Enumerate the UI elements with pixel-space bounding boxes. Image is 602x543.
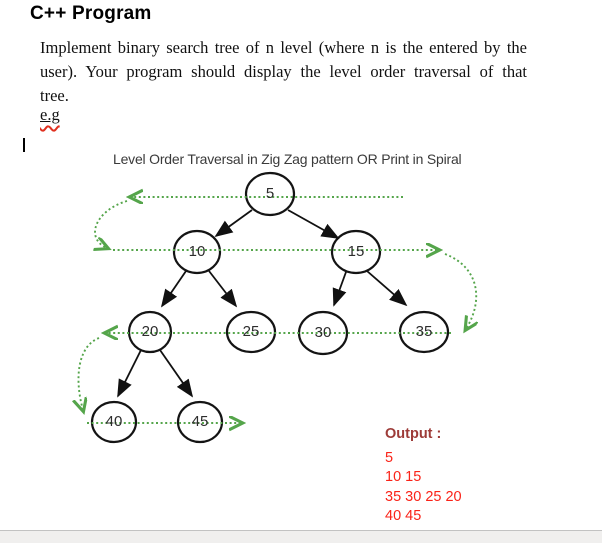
body-line: tree. xyxy=(40,86,69,105)
zigzag-traversal-arrows xyxy=(78,197,476,423)
tree-node-circle xyxy=(225,310,277,354)
tree-edge xyxy=(117,349,142,398)
traversal-curve-right xyxy=(444,253,476,329)
tree-node-circle xyxy=(176,400,224,444)
body-line: Implement binary search tree of n level … xyxy=(40,38,527,57)
tree-edge xyxy=(332,271,347,307)
example-label: e.g xyxy=(40,105,60,125)
tree-node-value: 15 xyxy=(347,243,365,261)
body-paragraph: Implement binary search tree of n level … xyxy=(40,36,527,108)
window-bottom-bar xyxy=(0,530,602,543)
spellcheck-squiggle: e.g xyxy=(40,105,60,124)
output-line: 10 15 xyxy=(385,469,422,486)
tree-node-value: 45 xyxy=(191,413,209,431)
tree-edge xyxy=(287,209,340,239)
tree-edge xyxy=(159,349,194,398)
tree-node-circle xyxy=(172,229,222,275)
tree-node-value: 5 xyxy=(265,185,275,203)
tree-node-circle xyxy=(330,229,382,275)
text-cursor xyxy=(23,138,25,152)
tree-node-circles xyxy=(90,171,450,444)
body-line: user). Your program should display the l… xyxy=(40,62,527,81)
diagram-title: Level Order Traversal in Zig Zag pattern… xyxy=(113,151,462,167)
tree-node-value: 30 xyxy=(314,324,332,342)
tree-node-circle xyxy=(127,310,173,354)
tree-edge xyxy=(208,270,238,308)
tree-node-value: 10 xyxy=(188,243,206,261)
output-label: Output : xyxy=(385,426,442,442)
tree-node-value: 35 xyxy=(415,323,433,341)
tree-edges xyxy=(117,209,408,398)
tree-edge xyxy=(214,209,253,238)
traversal-curve-left-bottom xyxy=(78,337,100,410)
output-block: Output : 5 10 15 35 30 25 20 40 45 xyxy=(385,426,462,526)
tree-node-circle xyxy=(90,400,138,444)
page-title: C++ Program xyxy=(30,3,152,24)
tree-node-circle xyxy=(398,310,450,354)
output-lines: 5 10 15 35 30 25 20 40 45 xyxy=(385,449,462,526)
tree-node-circle xyxy=(244,171,296,217)
traversal-curve-left-top xyxy=(95,200,128,248)
output-line: 35 30 25 20 xyxy=(385,488,462,505)
tree-edge xyxy=(366,270,408,307)
tree-node-value: 40 xyxy=(105,413,123,431)
tree-edge xyxy=(160,270,187,308)
tree-node-value: 20 xyxy=(141,323,159,341)
output-line: 40 45 xyxy=(385,507,422,524)
tree-node-value: 25 xyxy=(242,323,260,341)
output-line: 5 xyxy=(385,450,394,466)
